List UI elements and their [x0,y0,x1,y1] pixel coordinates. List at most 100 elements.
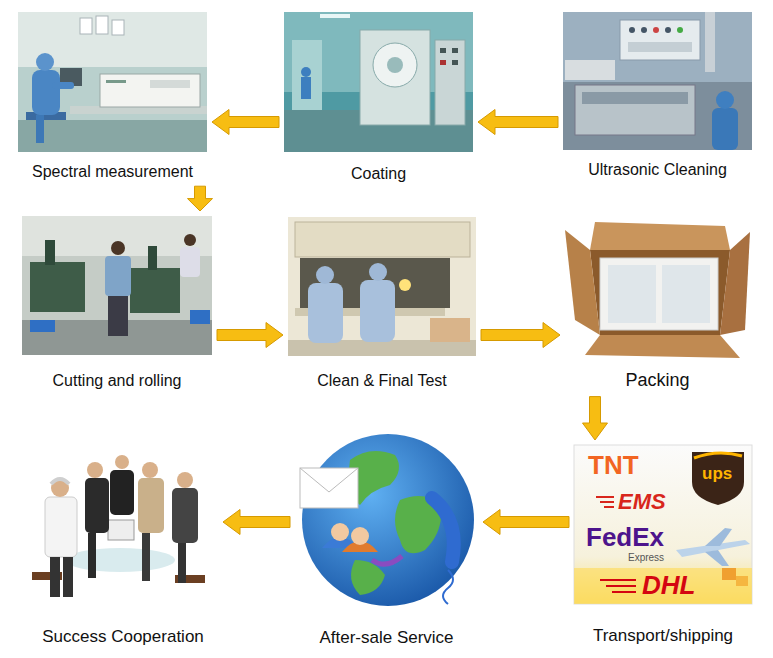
spectral-photo-part [18,120,207,152]
photo-frame [288,217,476,356]
ultrasonic-photo-part [620,20,700,60]
clean-test-photo-part [288,217,476,356]
transport-photo-part [574,568,752,604]
ultrasonic-photo-part [677,27,683,33]
spectral-photo-part [106,80,126,83]
coating-photo-part [440,48,446,53]
photo-frame [28,445,218,605]
coating-photo-part [452,60,458,65]
cutting-photo-part [30,262,85,312]
cutting-photo-part [45,240,55,265]
ultrasonic-photo-part [628,42,692,52]
transport-photo-part [606,585,636,587]
transport-photo-part [596,496,614,498]
process-step: Packing [565,222,750,392]
photo-frame [563,12,752,150]
ultrasonic-photo-part [665,27,671,33]
cooperation-photo-part [51,479,69,497]
globe-photo [300,434,474,606]
transport-photo [574,445,752,604]
packing-photo-part [600,258,718,330]
clean-test-photo-part [295,222,470,257]
ultrasonic-photo-part [712,108,738,150]
coating-photo-part [360,30,430,125]
flow-arrow [188,186,213,211]
cutting-photo-part [184,234,196,246]
step-caption: Cutting and rolling [22,371,212,390]
cooperation-photo-part [28,445,218,605]
flow-arrow [483,510,569,535]
ultrasonic-photo-part [653,27,659,33]
cutting-photo-part [105,256,131,296]
photo-frame [565,222,750,358]
step-caption: Spectral measurement [18,162,207,181]
globe-photo-part [372,556,402,564]
packing-photo-part [662,265,710,323]
cooperation-photo-part [65,548,175,572]
logo-text: EMS [618,491,666,513]
transport-photo-part [736,576,748,586]
ultrasonic-photo [563,12,752,150]
ultrasonic-photo-part [563,12,752,82]
packing-photo-part [590,222,730,250]
clean-test-photo-part [360,280,395,342]
cooperation-photo-part [87,462,103,478]
transport-photo-part [612,591,636,593]
cooperation-photo-part [85,478,109,533]
photo-frame [22,216,212,355]
clean-test-photo-part [308,283,343,343]
cooperation-photo-part [142,533,150,581]
globe-photo-part [432,498,454,562]
process-step: After-sale Service [295,430,478,648]
spectral-photo [18,12,207,152]
cooperation-photo-part [138,478,164,533]
step-caption: Coating [284,164,473,183]
globe-photo-part [300,468,358,492]
flow-arrow [583,397,608,440]
flow-arrow [212,110,279,135]
cooperation-photo-part [45,497,77,557]
logo-text: DHL [642,572,695,598]
transport-photo-part [722,568,736,580]
cooperation-photo-part [177,472,193,488]
coating-photo-part [292,40,322,110]
flow-arrow [481,323,560,348]
cooperation-photo-part [115,455,129,469]
clean-test-photo-part [316,266,334,284]
packing-photo-part [565,222,750,358]
logo-text: FedEx [586,524,664,550]
process-step: Cutting and rolling [22,216,212,390]
clean-test-photo-part [399,279,411,291]
globe-photo-part [302,434,474,606]
step-caption: Success Cooperation [28,627,218,647]
spectral-photo-part [150,80,190,88]
coating-photo-part [435,40,465,125]
transport-photo-part [574,445,752,604]
flow-arrow [217,323,283,348]
spectral-photo-part [32,70,60,115]
coating-photo-part [284,12,473,152]
cooperation-photo-part [172,488,198,543]
process-step: Spectral measurement [18,12,207,181]
cutting-photo-part [30,320,55,332]
cooperation-photo [28,445,218,605]
clean-test-photo-part [430,318,470,342]
process-step: Ultrasonic Cleaning [563,12,752,179]
coating-photo-part [452,48,458,53]
globe-photo-part [351,527,369,545]
step-caption: Clean & Final Test [288,371,476,390]
logo-text: TNT [588,452,639,478]
photo-frame [18,12,207,152]
cutting-photo-part [148,246,157,270]
photo-frame [295,430,478,608]
transport-photo-part [600,501,614,503]
packing-photo-part [590,250,730,335]
cutting-photo-part [190,310,210,324]
coating-photo-part [301,77,311,99]
process-step: Clean & Final Test [288,217,476,390]
cutting-photo-part [22,216,212,355]
cutting-photo-part [111,241,125,255]
step-caption: Packing [565,370,750,392]
packing-photo [565,222,750,358]
cutting-photo [22,216,212,355]
